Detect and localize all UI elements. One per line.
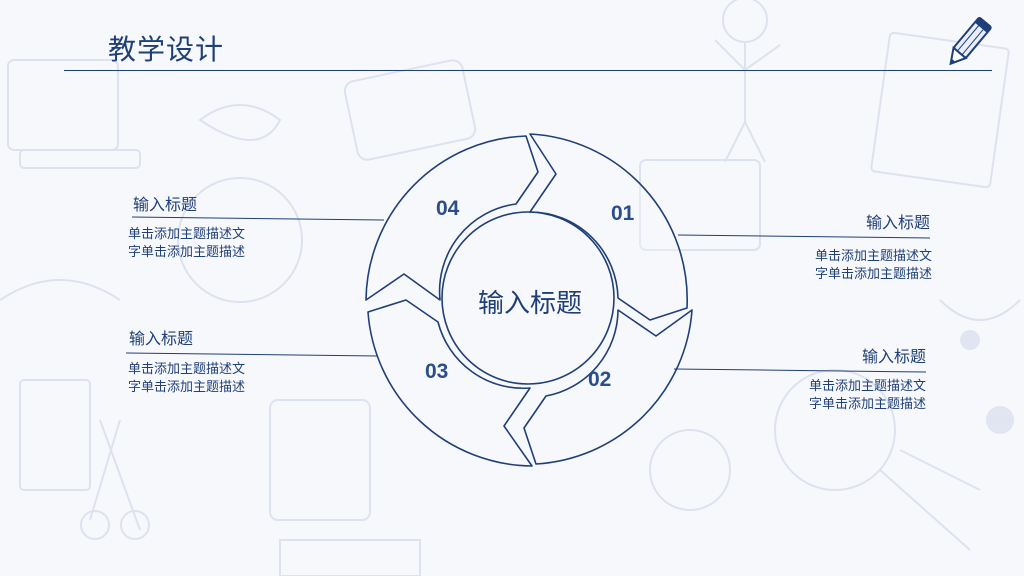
segment-04-desc-line-2: 字单击添加主题描述 [128,245,246,260]
segment-01-desc[interactable]: 单击添加主题描述文 字单击添加主题描述 [782,248,932,284]
page-title: 教学设计 [108,33,225,66]
pencil-icon [949,16,992,66]
segment-01-title[interactable]: 输入标题 [865,213,930,232]
segment-04-desc-line-1: 单击添加主题描述文 [128,227,246,242]
segment-03-desc-line-1: 单击添加主题描述文 [128,362,246,377]
center-title: 输入标题 [477,289,582,319]
cycle-diagram [365,133,693,467]
segment-02-shape[interactable] [523,309,693,465]
segment-03-desc[interactable]: 单击添加主题描述文 字单击添加主题描述 [128,361,278,397]
segment-01-desc-line-2: 字单击添加主题描述 [814,267,932,282]
segment-04-desc[interactable]: 单击添加主题描述文 字单击添加主题描述 [128,226,278,262]
segment-04-number: 04 [436,197,460,220]
segment-02-number: 02 [588,368,612,391]
segment-02-desc-line-1: 单击添加主题描述文 [808,379,926,394]
segment-03-shape[interactable] [367,299,533,467]
segment-01-desc-line-1: 单击添加主题描述文 [814,249,932,264]
segment-03-desc-line-2: 字单击添加主题描述 [128,380,246,395]
segment-04-shape[interactable] [365,135,539,301]
title-divider [64,70,992,71]
segment-02-desc-line-2: 字单击添加主题描述 [808,397,926,412]
segment-02-desc[interactable]: 单击添加主题描述文 字单击添加主题描述 [776,378,926,414]
segment-01-number: 01 [611,202,635,225]
center-circle [441,211,615,385]
segment-03-number: 03 [425,360,449,383]
segment-02-title[interactable]: 输入标题 [861,347,926,366]
segment-01-shape[interactable] [529,133,688,321]
segment-03-title[interactable]: 输入标题 [129,329,194,348]
segment-04-title[interactable]: 输入标题 [133,195,198,214]
